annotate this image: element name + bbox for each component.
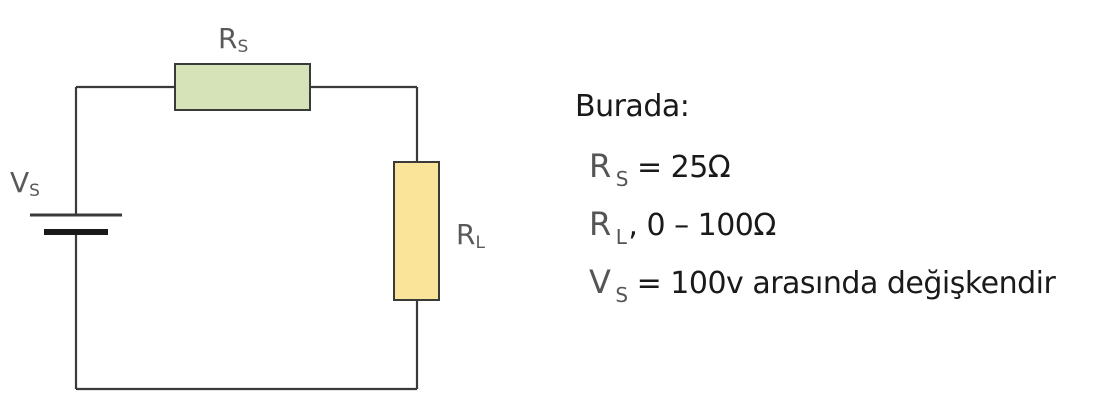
label-series-resistor: RS	[218, 22, 248, 57]
notes-heading: Burada:	[575, 89, 690, 124]
circuit-diagram: RS VS RL	[10, 22, 485, 391]
series-resistor	[174, 63, 311, 111]
label-load-resistor: RL	[456, 218, 485, 253]
note-vs-symbol: V	[589, 263, 611, 301]
label-source: VS	[10, 166, 40, 201]
note-rs-text: = 25Ω	[636, 150, 731, 185]
label-series-resistor-subscript: S	[237, 37, 248, 57]
label-series-resistor-symbol: R	[218, 22, 237, 55]
note-vs-subscript: S	[615, 283, 628, 307]
load-resistor	[393, 161, 440, 301]
battery-symbol	[30, 213, 122, 235]
note-rl-symbol: R	[589, 205, 611, 243]
label-source-subscript: S	[29, 181, 40, 201]
note-rs-symbol: R	[589, 147, 611, 185]
note-rs-subscript: S	[615, 167, 629, 191]
note-rl-text: , 0 – 100Ω	[628, 208, 776, 243]
note-rl-subscript: L	[615, 225, 627, 249]
circuit-wires	[74, 85, 419, 391]
note-vs-text: = 100v arasında değişkendir	[636, 266, 1056, 301]
label-load-resistor-subscript: L	[475, 233, 485, 253]
label-load-resistor-symbol: R	[456, 218, 475, 251]
label-source-symbol: V	[10, 166, 29, 199]
